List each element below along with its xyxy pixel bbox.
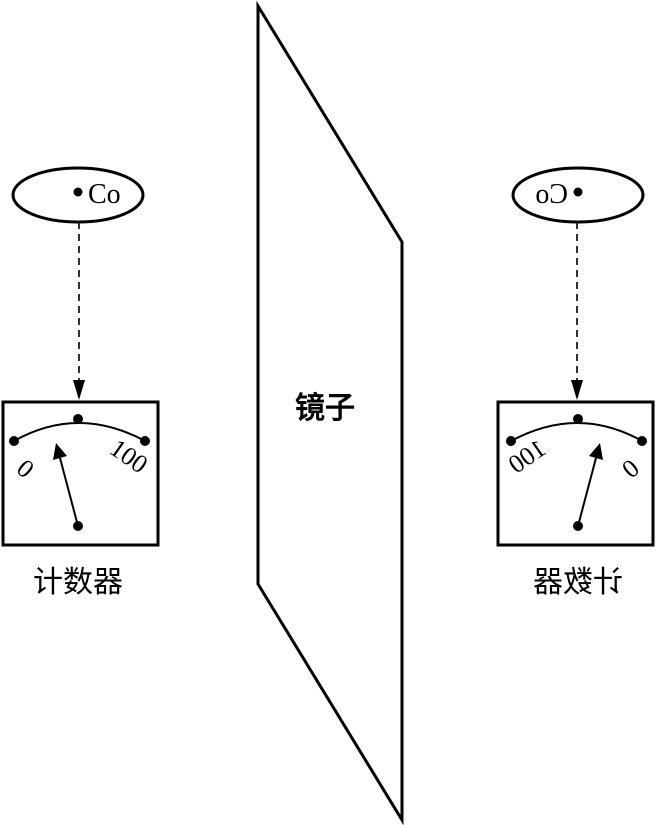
counter-caption: 计数器 (33, 565, 123, 600)
dial-dot (637, 436, 647, 446)
dial-dot (506, 436, 516, 446)
needle (59, 457, 79, 527)
needle (577, 457, 597, 527)
real-setup: Co 0 100 计数器 (1, 166, 160, 600)
dial-dot (73, 414, 83, 424)
counter-box (1, 400, 160, 547)
needle-head (589, 443, 603, 460)
arrow-head (73, 380, 85, 400)
counter-box (496, 400, 655, 547)
mirror-plane (256, 0, 404, 825)
dial-dot (573, 414, 583, 424)
cobalt-label: Co (88, 179, 121, 210)
cobalt-label: Co (535, 179, 568, 210)
cobalt-atom-dot (573, 187, 583, 197)
dial-dot (9, 436, 19, 446)
mirror-label: 镜子 (295, 391, 355, 426)
cobalt-atom-dot (73, 187, 83, 197)
mirror-image-setup: Co 0 100 计数器 (496, 166, 655, 600)
mirror: 镜子 (256, 0, 404, 825)
arrow-head (571, 380, 583, 400)
needle-head (53, 443, 67, 460)
counter-caption: 计数器 (533, 565, 623, 600)
dial-dot (140, 436, 150, 446)
